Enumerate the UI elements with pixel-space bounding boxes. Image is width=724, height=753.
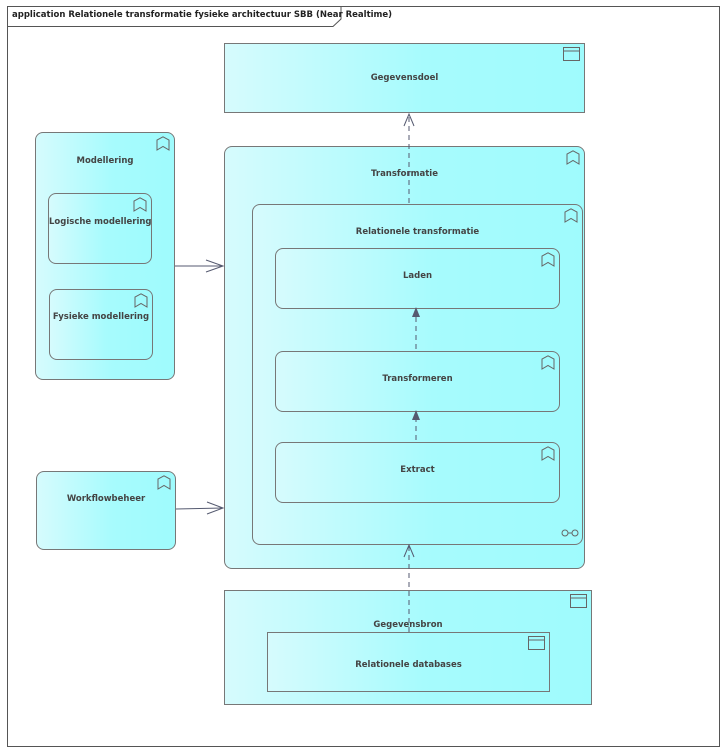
application-function-icon — [134, 293, 148, 308]
node-gegevensbron-label: Gegevensbron — [373, 620, 443, 630]
application-function-icon — [156, 136, 170, 151]
node-extract-label: Extract — [400, 465, 435, 475]
node-relationele-databases[interactable]: Relationele databases — [267, 632, 550, 692]
node-logische-modellering-label: Logische modellering — [49, 217, 152, 227]
node-modellering[interactable]: Modellering Logische modellering Fysieke… — [35, 132, 175, 380]
application-component-icon — [563, 47, 580, 61]
node-fysieke-modellering[interactable]: Fysieke modellering — [49, 289, 153, 360]
application-function-icon — [564, 208, 578, 223]
edge-extract-transformeren — [412, 410, 420, 440]
node-laden[interactable]: Laden — [275, 248, 560, 309]
edge-transformatie-gegevensdoel — [403, 112, 415, 203]
diagram-frame — [7, 6, 720, 747]
diagram-title: application Relationele transformatie fy… — [12, 10, 393, 20]
application-interaction-icon — [561, 529, 579, 537]
application-function-icon — [541, 446, 555, 461]
node-fysieke-modellering-label: Fysieke modellering — [52, 312, 150, 322]
node-workflowbeheer-label: Workflowbeheer — [66, 494, 146, 504]
edge-workflowbeheer-transformatie — [175, 501, 225, 515]
node-laden-label: Laden — [402, 271, 433, 281]
node-transformeren[interactable]: Transformeren — [275, 351, 560, 412]
node-modellering-label: Modellering — [76, 156, 134, 166]
node-workflowbeheer[interactable]: Workflowbeheer — [36, 471, 176, 550]
node-relationele-databases-label: Relationele databases — [355, 660, 462, 670]
application-component-icon — [528, 636, 545, 650]
node-extract[interactable]: Extract — [275, 442, 560, 503]
diagram-frame-tab — [7, 6, 342, 27]
application-function-icon — [541, 355, 555, 370]
application-function-icon — [157, 475, 171, 490]
edge-transformeren-laden — [412, 307, 420, 349]
node-logische-modellering[interactable]: Logische modellering — [48, 193, 152, 264]
edge-gegevensbron-transformatie — [403, 543, 415, 632]
node-gegevensdoel-label: Gegevensdoel — [370, 73, 439, 83]
node-relationele-transformatie-label: Relationele transformatie — [355, 227, 480, 237]
node-relationele-transformatie[interactable]: Relationele transformatie Laden Transfor… — [252, 204, 583, 545]
application-function-icon — [566, 150, 580, 165]
application-function-icon — [133, 197, 147, 212]
node-transformatie[interactable]: Transformatie Relationele transformatie … — [224, 146, 585, 569]
node-transformeren-label: Transformeren — [382, 374, 453, 384]
node-gegevensdoel[interactable]: Gegevensdoel — [224, 43, 585, 113]
application-component-icon — [570, 594, 587, 608]
node-gegevensbron[interactable]: Gegevensbron Relationele databases — [224, 590, 592, 705]
edge-modellering-transformatie — [175, 259, 225, 273]
node-transformatie-label: Transformatie — [371, 169, 438, 179]
application-function-icon — [541, 252, 555, 267]
